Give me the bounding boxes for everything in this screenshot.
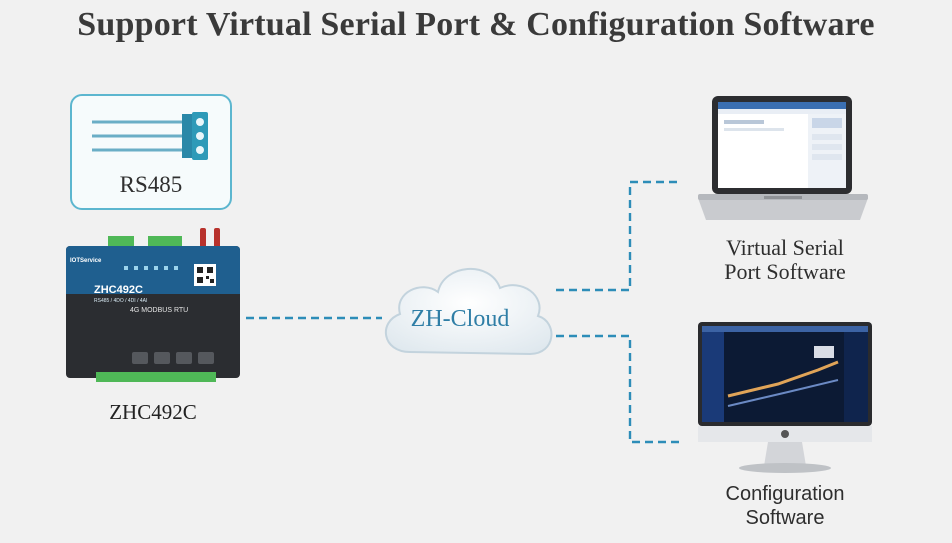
- page-title: Support Virtual Serial Port & Configurat…: [77, 6, 875, 43]
- rs485-cable-icon: [92, 112, 208, 160]
- cloud-icon: [384, 267, 553, 356]
- device-rtu-text: 4G MODBUS RTU: [130, 307, 189, 314]
- laptop-caption-line2: Port Software: [724, 259, 846, 284]
- device-image: [66, 228, 240, 382]
- cloud-label: ZH-Cloud: [410, 306, 510, 332]
- monitor-caption-line2: Software: [745, 507, 825, 529]
- device-model-text: ZHC492C: [94, 284, 143, 296]
- laptop-caption: Virtual Serial Port Software: [700, 236, 870, 284]
- device-spec-text: RS485 / 4DO / 4DI / 4AI: [94, 298, 148, 304]
- monitor-icon: [698, 322, 872, 473]
- device-label: ZHC492C: [109, 400, 197, 424]
- monitor-caption-line1: Configuration: [725, 483, 845, 505]
- monitor-caption: Configuration Software: [700, 482, 870, 530]
- laptop-caption-line1: Virtual Serial: [726, 235, 844, 260]
- rs485-label: RS485: [119, 172, 183, 197]
- laptop-icon: [698, 96, 868, 220]
- device-brand: IOTService: [70, 258, 102, 264]
